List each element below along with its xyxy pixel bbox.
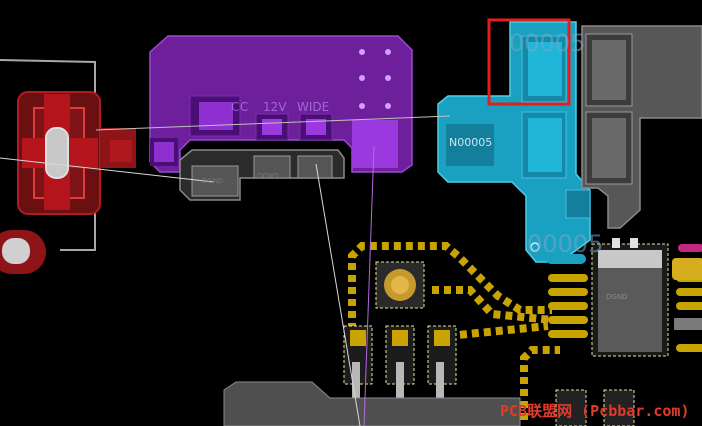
grey-dgnd-island[interactable] (179, 149, 345, 201)
grey-pour-bottom[interactable] (223, 381, 521, 426)
dgnd-label-mid: DGND (257, 172, 279, 180)
cyan-copper-pour[interactable] (437, 21, 591, 264)
bottom-right-pads[interactable] (555, 389, 635, 426)
ic-right[interactable] (591, 238, 669, 357)
net-label-top: 00005 (509, 29, 586, 57)
silk-label-vcc: CC (231, 100, 249, 114)
purple-copper-pour[interactable] (149, 35, 413, 173)
net-label-mid: N00005 (449, 136, 493, 149)
selection-highlight-box[interactable] (487, 18, 571, 106)
watermark-text: PCB联盟网 (Pcbbar.com) (500, 402, 690, 420)
dgnd-label-left: DGND (202, 177, 224, 185)
silk-label-wide: WIDE (297, 100, 330, 114)
red-pad-bottom-left[interactable] (0, 230, 46, 274)
small-components-bottom[interactable] (343, 325, 457, 412)
net-label-low: 00005 (527, 230, 604, 258)
grey-copper-pour-right[interactable] (581, 25, 702, 229)
yellow-tracks (348, 242, 560, 420)
red-component-left[interactable] (17, 91, 136, 215)
dgnd-label-right: DGND (606, 293, 628, 301)
ic-right-pins (548, 244, 702, 352)
ratsnest-lines (0, 115, 451, 426)
silk-label-12v: 12V (263, 100, 287, 114)
test-point-via[interactable] (375, 261, 425, 309)
